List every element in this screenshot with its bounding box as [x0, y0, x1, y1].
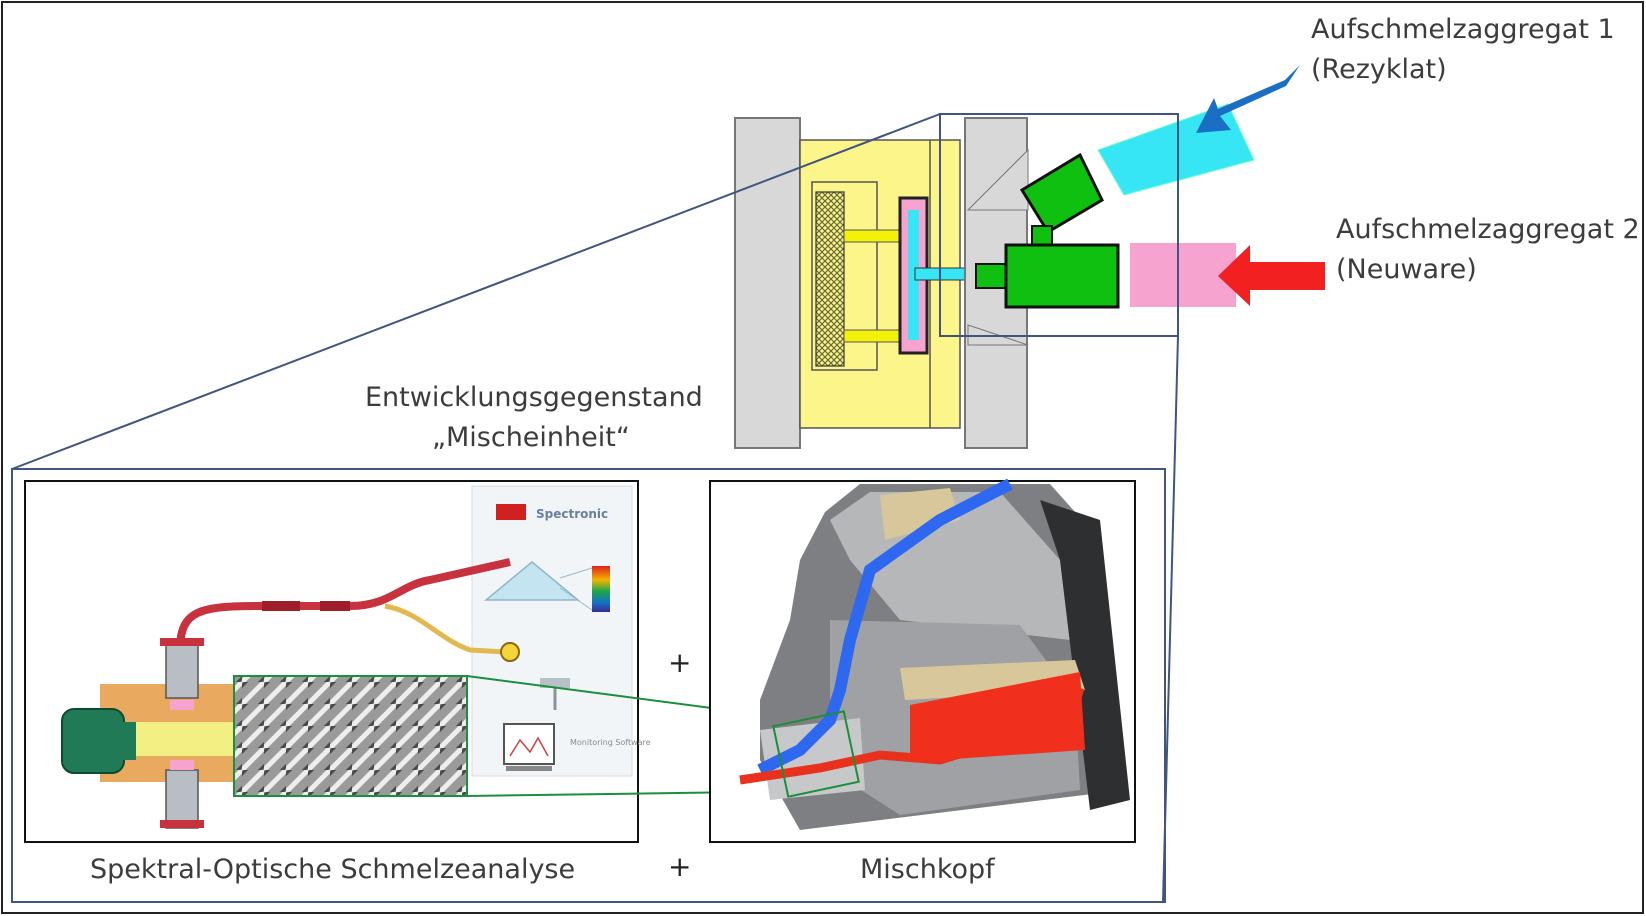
left-platen: [734, 117, 801, 449]
detector-icon: [500, 642, 520, 662]
blue-arrow-icon: [1196, 65, 1300, 133]
fiber-yellow: [384, 603, 506, 655]
prism-icon: [483, 561, 581, 601]
fiber-red: [176, 558, 511, 651]
green-unit-lower: [975, 243, 1120, 309]
mixing-zone-highlight: [772, 710, 860, 798]
unit2-label-line1: Aufschmelzaggregat 2: [1336, 214, 1640, 245]
spectral-caption: Spektral-Optische Schmelzeanalyse: [90, 854, 576, 885]
blue-channel: [757, 478, 1013, 776]
unit1-label-line1: Aufschmelzaggregat 1: [1311, 14, 1615, 45]
green-unit-upper: [1019, 152, 1104, 255]
spectral-panel: Spectronic Monitoring Software: [24, 480, 651, 843]
unit2-label-line2: (Neuware): [1336, 254, 1477, 285]
spectrum-bar: [592, 566, 610, 612]
plus-sign-bottom: +: [668, 850, 692, 883]
mixing-head-caption: Mischkopf: [860, 854, 995, 885]
unit1-label-line2: (Rezyklat): [1311, 54, 1447, 85]
nozzle-cap: [61, 708, 125, 774]
zoom-box: [939, 113, 1179, 337]
subject-label-line2: „Mischeinheit“: [432, 422, 630, 453]
mixing-head-panel: [709, 478, 1136, 843]
detail-container: [11, 468, 1166, 903]
static-mixer-image: [233, 675, 468, 797]
subject-label-line1: Entwicklungsgegenstand: [365, 382, 703, 413]
monitoring-software-text: Monitoring Software: [570, 738, 651, 747]
hatched-cavity: [815, 191, 845, 367]
monitor-icon: [503, 723, 555, 765]
red-arrow-icon: [1218, 245, 1325, 306]
recyclate-barrel: [1097, 103, 1255, 196]
machine-schematic: [734, 65, 1325, 449]
plus-sign-middle: +: [668, 646, 692, 679]
virgin-barrel: [1130, 243, 1236, 307]
spectronic-logo: Spectronic: [536, 507, 608, 521]
